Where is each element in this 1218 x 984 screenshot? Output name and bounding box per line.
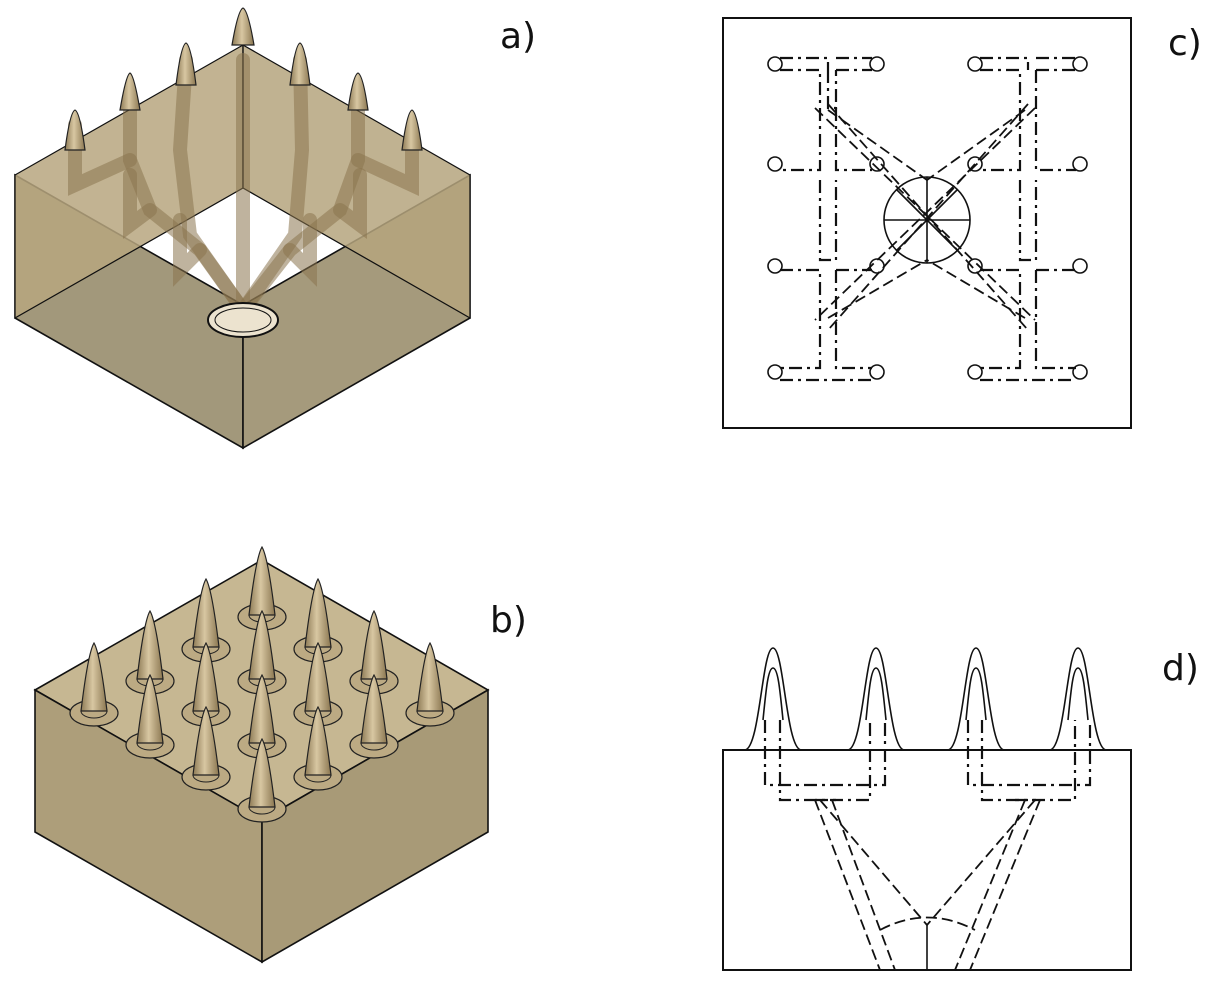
panel-c-diagonal-channels [814, 103, 1036, 331]
spike [192, 577, 220, 648]
spike [192, 641, 220, 712]
panel-label-a: a) [500, 16, 536, 57]
panel-a-spikes [64, 7, 423, 151]
spike [304, 577, 332, 648]
spike [248, 737, 276, 808]
panel-c-top-view-drawing [722, 17, 1132, 429]
panel-label-c: c) [1168, 23, 1202, 64]
panel-b-isometric-spiked-block [33, 545, 490, 964]
spike [248, 673, 276, 744]
spike [192, 705, 220, 776]
spike [136, 673, 164, 744]
panel-b-spike-array [69, 545, 455, 823]
panel-b-right-face [261, 688, 489, 964]
spike [248, 609, 276, 680]
panel-d-side-view-drawing [722, 647, 1132, 971]
spike [304, 641, 332, 712]
panel-a-inlet-hole [207, 302, 279, 338]
panel-d-converging-channels [814, 799, 1041, 971]
panel-label-b: b) [490, 600, 527, 641]
panel-d-manifold-channels [763, 720, 1092, 802]
panel-d-spike-profiles [744, 647, 1107, 751]
panel-a-isometric-channel-block [14, 7, 471, 450]
spike [360, 673, 388, 744]
spike [136, 609, 164, 680]
spike [304, 705, 332, 776]
spike [80, 641, 108, 712]
panel-label-d: d) [1162, 648, 1199, 689]
spike [360, 609, 388, 680]
panel-c-center-inlet [883, 176, 971, 264]
spike [416, 641, 444, 712]
panel-a-channel-network [68, 53, 419, 317]
spike [248, 545, 276, 616]
